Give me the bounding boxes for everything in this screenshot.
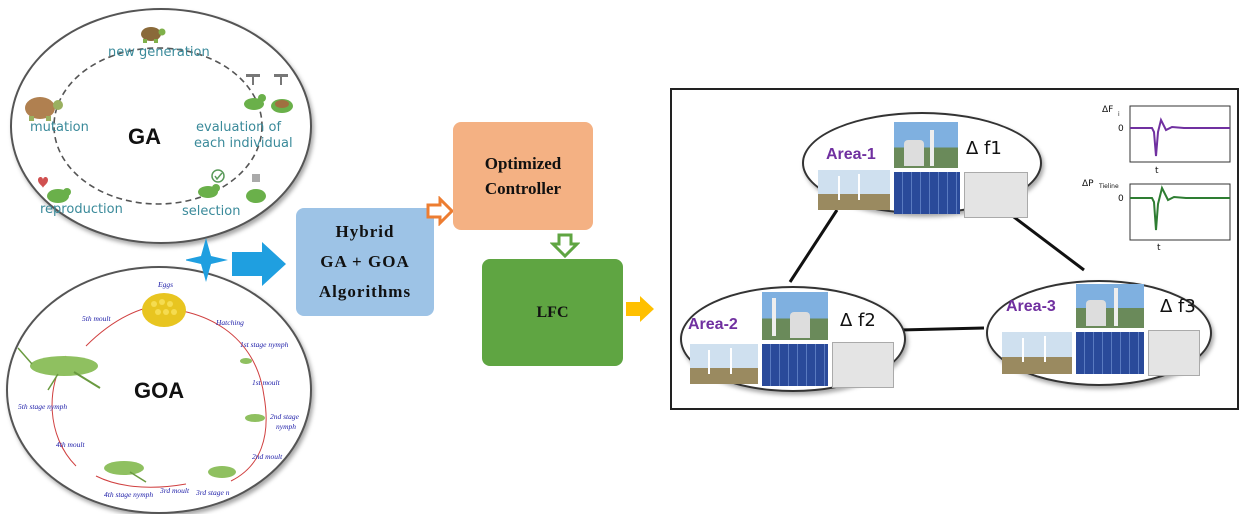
area-1-label: Area-1 <box>826 146 876 163</box>
plot2-ylabel: ΔP <box>1082 179 1094 189</box>
plot1-response-line <box>1130 117 1230 157</box>
blue-arrows <box>186 238 286 286</box>
goa-stage2-label: 2nd stage <box>270 412 299 421</box>
optimized-line-1: Optimized <box>484 154 562 173</box>
ga-title: GA <box>128 124 161 149</box>
wind-farm-image <box>1002 332 1072 374</box>
multi-area-power-system-panel: Area-1 Δ f1 Area-2 Δ f2 Area-3 Δ f3 ΔF i <box>670 88 1239 410</box>
lfc-label: LFC <box>536 303 569 321</box>
ga-new-generation-label: new generation <box>108 45 210 60</box>
plot1-zero: 0 <box>1118 124 1124 134</box>
goa-stage1-label: 1st stage nymph <box>240 340 289 349</box>
tie-lines <box>788 206 1085 332</box>
ga-evaluation-label-2: each individual <box>194 136 293 151</box>
battery-storage-image <box>832 342 894 388</box>
selection-cup-icon <box>246 174 266 203</box>
ga-selection-label: selection <box>182 204 241 219</box>
goa-moult3-label: 3rd moult <box>160 486 190 495</box>
delta-f-response-plot: ΔF i 0 t <box>1102 105 1231 176</box>
area-2-delta-f: Δ f2 <box>840 310 876 331</box>
grasshopper-nymph-icon <box>208 466 236 478</box>
lfc-box: LFC <box>482 259 623 366</box>
eggs-icon <box>142 293 186 327</box>
wind-farm-image <box>690 344 758 384</box>
arrow-right-icon <box>232 242 286 286</box>
goa-stage3-label: 3rd stage n <box>196 488 230 497</box>
reproduction-heart-icon <box>38 177 71 203</box>
nuclear-plant-image <box>762 292 828 340</box>
area-3-delta-f: Δ f3 <box>1160 296 1196 317</box>
area-2-label: Area-2 <box>688 316 738 333</box>
goa-hatching-label: Hatching <box>216 318 244 327</box>
optimized-line-2: Controller <box>484 179 562 198</box>
ga-reproduction-label: reproduction <box>40 202 123 217</box>
plot1-ylabel-sub: i <box>1118 111 1120 118</box>
nuclear-plant-image <box>1076 284 1144 328</box>
hybrid-line-2: GA + GOA <box>320 252 410 271</box>
plot1-ylabel: ΔF <box>1102 105 1113 115</box>
yellow-arrow-icon <box>626 296 654 322</box>
grasshopper-nymph-icon <box>240 358 252 364</box>
goa-moult2-label: 2nd moult <box>252 452 283 461</box>
plot2-response-line <box>1130 185 1230 231</box>
solar-panel-image <box>762 344 828 386</box>
selection-check-icon <box>198 169 225 198</box>
evaluation-scales-icon <box>244 74 293 113</box>
area-1-delta-f: Δ f1 <box>966 138 1002 159</box>
goa-moult4-label: 4th moult <box>56 440 85 449</box>
goa-eggs-label: Eggs <box>158 280 173 289</box>
plot2-xlabel: t <box>1157 243 1161 253</box>
turtle-icon <box>141 27 166 43</box>
goa-title: GOA <box>134 378 185 403</box>
ga-mutation-label: mutation <box>30 120 89 135</box>
hybrid-line-3: Algorithms <box>318 282 412 301</box>
hybrid-line-1: Hybrid <box>335 222 395 241</box>
goa-stage2-label-2: nymph <box>276 422 296 431</box>
goa-stage4-label: 4th stage nymph <box>104 490 154 499</box>
plot2-zero: 0 <box>1118 194 1124 204</box>
hybrid-ga-goa-box: Hybrid GA + GOA Algorithms <box>296 208 434 316</box>
optimized-controller-box: Optimized Controller <box>453 122 593 230</box>
wind-farm-image <box>818 170 890 210</box>
nuclear-plant-image <box>894 122 958 168</box>
grasshopper-nymph-icon <box>245 414 265 422</box>
plot1-xlabel: t <box>1155 166 1159 176</box>
goa-moult1-label: 1st moult <box>252 378 280 387</box>
solar-panel-image <box>1076 332 1144 374</box>
grasshopper-nymph-icon <box>104 461 147 483</box>
green-down-arrow-icon <box>550 233 580 259</box>
orange-arrow-icon <box>426 196 454 226</box>
solar-panel-image <box>894 172 960 214</box>
plot2-ylabel-sub: Tieline <box>1098 183 1119 190</box>
goa-moult5-label: 5th moult <box>82 314 111 323</box>
goa-stage5-label: 5th stage nymph <box>18 402 68 411</box>
battery-storage-image <box>1148 330 1200 376</box>
turtle-icon <box>25 97 63 121</box>
four-point-star-icon <box>186 238 228 282</box>
ga-evaluation-label-1: evaluation of <box>196 120 282 135</box>
adult-grasshopper-icon <box>17 347 101 391</box>
delta-p-tieline-response-plot: ΔP Tieline 0 t <box>1082 179 1231 253</box>
area-3-label: Area-3 <box>1006 298 1056 315</box>
battery-storage-image <box>964 172 1028 218</box>
ga-cycle-circle <box>53 47 263 205</box>
